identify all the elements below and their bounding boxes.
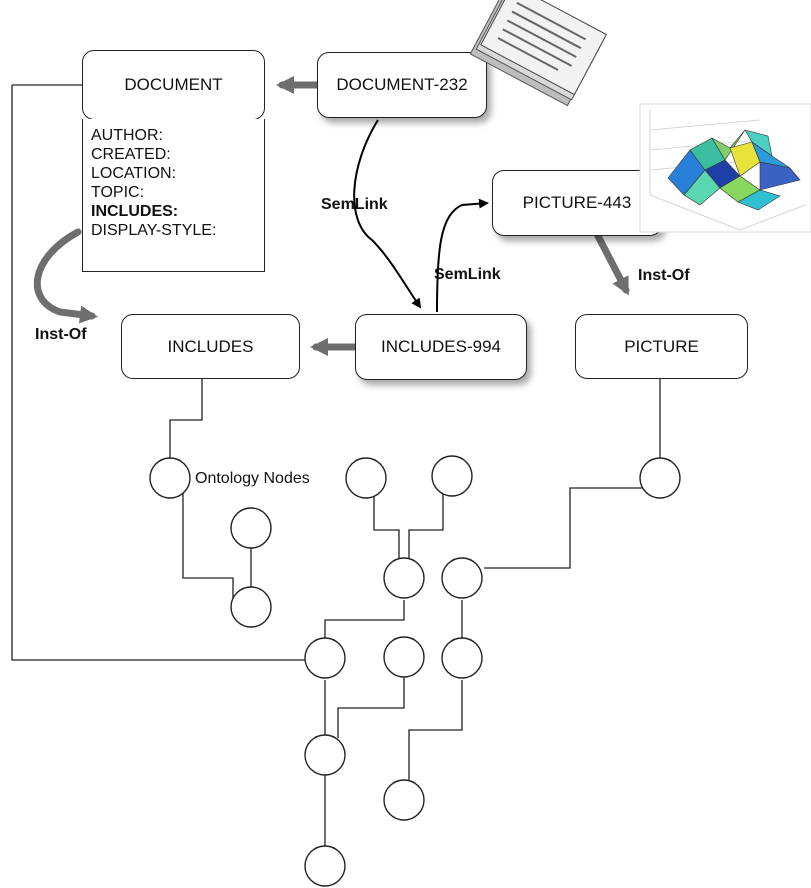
inst-of-label-2: Inst-Of (638, 267, 690, 284)
tree-edge (484, 487, 646, 569)
tree-edge (373, 490, 400, 558)
slot-display-style: DISPLAY-STYLE: (91, 222, 217, 239)
ontology-node (639, 457, 681, 499)
ontology-node (149, 457, 191, 499)
frame-document-232-label: DOCUMENT-232 (336, 75, 468, 94)
tree-edge (408, 680, 463, 780)
frame-picture-443-label: PICTURE-443 (522, 193, 632, 212)
ontology-node (383, 636, 425, 678)
tree-edge (324, 600, 405, 638)
ontology-node (441, 557, 483, 599)
ontology-node (345, 457, 387, 499)
inst-of-label-1: Inst-Of (35, 326, 87, 343)
semlink-label-2: SemLink (434, 266, 501, 283)
frame-picture-443: PICTURE-443 (492, 170, 662, 236)
inst-of-arrow-slot (33, 228, 98, 324)
ontology-node (383, 557, 425, 599)
document-slot-list: AUTHOR: CREATED: LOCATION: TOPIC: INCLUD… (82, 119, 265, 272)
tree-edge (11, 85, 305, 661)
frame-includes: INCLUDES (121, 314, 300, 379)
tree-edge (408, 490, 444, 558)
frame-includes-994-label: INCLUDES-994 (381, 337, 501, 356)
tree-edge (169, 378, 203, 460)
inst-of-arrow-pic (594, 232, 630, 296)
frame-includes-994: INCLUDES-994 (355, 314, 527, 380)
ontology-nodes-label: Ontology Nodes (195, 470, 310, 487)
frame-document: DOCUMENT (82, 50, 265, 120)
slot-topic: TOPIC: (91, 184, 145, 201)
ontology-node (441, 637, 483, 679)
ontology-node (304, 637, 346, 679)
slot-created: CREATED: (91, 146, 171, 163)
slot-author: AUTHOR: (91, 127, 163, 144)
frame-document-label: DOCUMENT (124, 75, 223, 94)
frame-includes-label: INCLUDES (167, 336, 254, 356)
tree-edge (182, 490, 234, 600)
frame-document-232: DOCUMENT-232 (317, 52, 487, 118)
slot-location: LOCATION: (91, 165, 177, 182)
ontology-node (383, 779, 425, 821)
semlink-arrow-1 (353, 119, 422, 309)
frame-picture: PICTURE (575, 314, 748, 379)
ontology-node (431, 455, 473, 497)
frame-picture-label: PICTURE (624, 336, 699, 356)
ontology-node (304, 845, 346, 887)
semlink-label-1: SemLink (321, 196, 388, 213)
tree-edge (337, 676, 405, 738)
slot-includes: INCLUDES: (91, 203, 179, 220)
ontology-node (230, 507, 272, 549)
ontology-node (230, 586, 272, 628)
ontology-node (304, 734, 346, 776)
semlink-arrow-2 (436, 198, 489, 313)
